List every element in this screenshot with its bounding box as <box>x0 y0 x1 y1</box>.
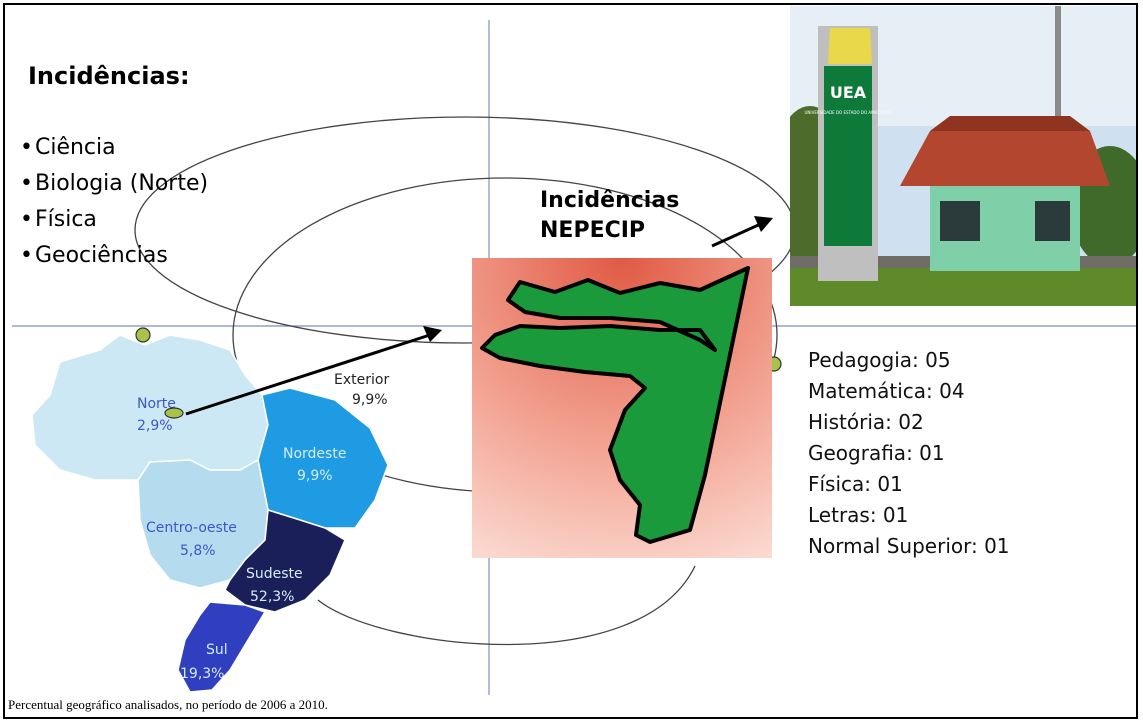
arrow-norte-head <box>423 326 442 342</box>
incidence-item: Geociências <box>20 238 208 274</box>
label-norte-name: Norte <box>137 396 176 412</box>
incidences-list: Ciência Biologia (Norte) Física Geociênc… <box>20 130 208 274</box>
norte-marker <box>164 407 184 419</box>
nepecip-line2: NEPECIP <box>540 218 646 243</box>
incidence-item: Ciência <box>20 130 208 166</box>
label-sudeste-value: 52,3% <box>250 589 294 605</box>
course-item: Normal Superior: 01 <box>808 534 1010 558</box>
nepecip-line1: Incidências <box>540 188 680 213</box>
map-region-sudeste <box>224 509 346 613</box>
label-nordeste-value: 9,9% <box>297 468 333 484</box>
arrow-photo-head <box>754 216 773 232</box>
uea-sign-subtext: UNIVERSIDADE DO ESTADO DO AMAZONAS <box>804 110 891 115</box>
incidence-item: Física <box>20 202 208 238</box>
label-centro-oeste-value: 5,8% <box>180 543 216 559</box>
incidence-item: Biologia (Norte) <box>20 166 208 202</box>
slide-frame <box>3 3 1138 719</box>
courses-list: Pedagogia: 05 Matemática: 04 História: 0… <box>808 345 1010 562</box>
course-item: Letras: 01 <box>808 503 909 527</box>
course-item: Geografia: 01 <box>808 441 945 465</box>
label-exterior-name: Exterior <box>334 372 389 388</box>
course-item: Pedagogia: 05 <box>808 348 951 372</box>
arrow-norte-to-nepecip <box>185 331 437 416</box>
label-sul-name: Sul <box>206 642 228 658</box>
map-region-sul <box>177 601 267 693</box>
nepecip-heading: Incidências NEPECIP <box>540 186 679 246</box>
label-norte-value: 2,9% <box>137 418 173 434</box>
label-sul-value: 19,3% <box>180 666 224 682</box>
photo-illustration: UEA UNIVERSIDADE DO ESTADO DO AMAZONAS <box>790 6 1136 306</box>
ellipse-marker-left <box>135 327 151 343</box>
incidences-title: Incidências: <box>28 62 190 90</box>
nepecip-green-region <box>480 266 750 544</box>
figure-caption: Percentual geográfico analisados, no per… <box>8 697 328 712</box>
uea-sign-text: UEA <box>830 83 867 102</box>
course-item: Matemática: 04 <box>808 379 965 403</box>
course-item: Física: 01 <box>808 472 903 496</box>
label-exterior-value: 9,9% <box>352 392 388 408</box>
arrow-to-photo <box>711 220 766 248</box>
label-nordeste-name: Nordeste <box>283 446 346 462</box>
label-sudeste-name: Sudeste <box>246 566 303 582</box>
course-item: História: 02 <box>808 410 924 434</box>
label-centro-oeste-name: Centro-oeste <box>146 520 237 536</box>
lower-arc <box>317 565 696 646</box>
uea-campus-photo: UEA UNIVERSIDADE DO ESTADO DO AMAZONAS <box>790 6 1136 306</box>
